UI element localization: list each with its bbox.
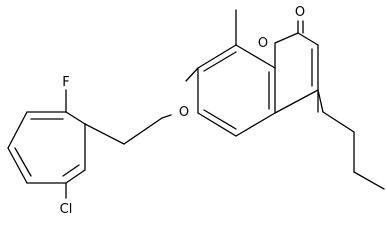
- bond-ether-o-ch2: [123, 117, 163, 145]
- bond-propyl-4: [353, 171, 385, 190]
- bond-ring-b: [65, 111, 86, 125]
- bond-c6-c5: [197, 112, 237, 137]
- bond-c6-c5-inner: [203, 109, 237, 130]
- bond-propyl-2: [322, 111, 355, 133]
- fluorine-label: F: [62, 75, 69, 90]
- carbonyl-oxygen-label: O: [295, 5, 305, 20]
- bond-ring-e: [7, 147, 28, 184]
- bond-c8a-c8: [235, 44, 276, 69]
- bond-ether-o-ch2-top: [161, 114, 172, 119]
- bond-ch2-ring: [84, 123, 125, 145]
- chlorine-label: Cl: [60, 202, 73, 217]
- molecule-structure: O O O F Cl: [7, 5, 385, 217]
- ring-oxygen-label: O: [258, 36, 268, 51]
- bond-c2-o1: [274, 32, 299, 44]
- bond-ring-g-inner: [62, 164, 80, 177]
- bond-c2-c3: [297, 32, 319, 46]
- molecule-canvas: O O O F Cl: [7, 5, 385, 217]
- bond-c7-ether-o: [185, 67, 199, 82]
- bond-c5-c4a: [235, 112, 276, 137]
- bond-ring-e-inner: [14, 147, 32, 177]
- bond-c4-c4a: [274, 89, 319, 114]
- bond-c8-c7-inner: [203, 51, 237, 72]
- bond-c8-c7: [197, 44, 237, 69]
- bond-propyl-1b: [317, 89, 324, 113]
- bond-ring-d: [7, 111, 28, 149]
- bond-ring-g: [65, 169, 86, 184]
- ether-oxygen-label: O: [179, 105, 189, 120]
